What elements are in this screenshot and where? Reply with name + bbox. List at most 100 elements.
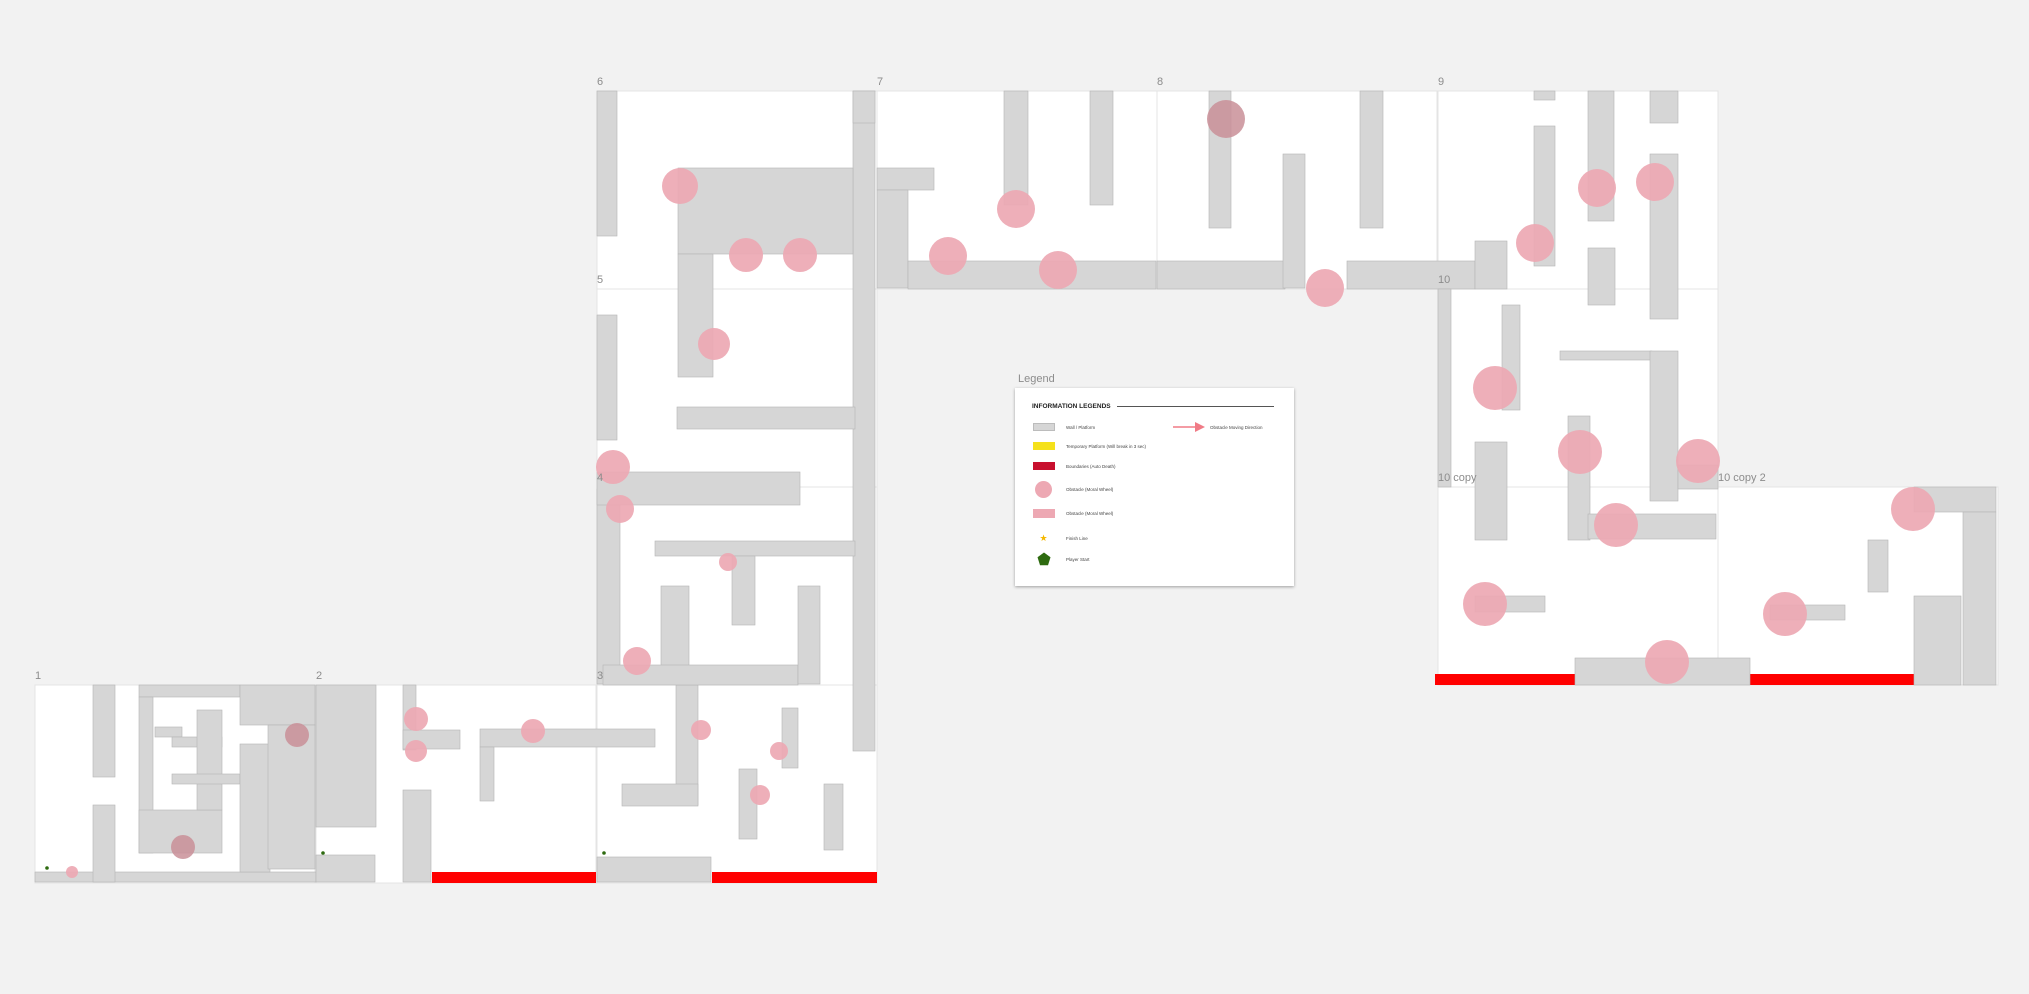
frame-9-label[interactable]: 9 <box>1438 76 1445 88</box>
star-icon: ★ <box>1039 532 1048 543</box>
wall-block <box>1867 539 1889 593</box>
boundary-zone <box>432 872 596 883</box>
wall-block <box>196 709 223 811</box>
obstacle-wheel <box>1891 487 1935 531</box>
legend-item-temporary-platform: Temporary Platform (Will break in 3 sec) <box>1032 440 1146 452</box>
level-frame <box>596 288 878 488</box>
wall-block <box>1474 240 1508 290</box>
legend-title: INFORMATION LEGENDS <box>1032 402 1111 410</box>
wall-block <box>676 406 856 430</box>
wall-block <box>315 854 376 883</box>
obstacle-wheel <box>1558 430 1602 474</box>
wall-block <box>1156 260 1286 290</box>
wall-block <box>239 684 316 726</box>
legend-divider <box>1116 405 1274 407</box>
frame-4-label[interactable]: 4 <box>597 472 604 484</box>
frame-5-label[interactable]: 5 <box>597 274 604 286</box>
obstacle-wheel <box>698 328 730 360</box>
obstacle-wheel <box>719 553 737 571</box>
frame-6-label[interactable]: 6 <box>597 76 604 88</box>
legend-header: INFORMATION LEGENDS <box>1032 401 1274 411</box>
frame-2-label[interactable]: 2 <box>316 670 323 682</box>
obstacle-wheel <box>662 168 698 204</box>
legend-item-label: Player Start <box>1066 556 1090 562</box>
wall-block <box>1533 90 1556 101</box>
wall-block <box>797 585 821 685</box>
boundary-swatch <box>1032 462 1055 470</box>
legend-item-label: Finish Line <box>1066 535 1088 541</box>
wall-block <box>596 856 712 883</box>
wall-block <box>138 684 241 698</box>
player-start-marker <box>321 851 325 855</box>
pentagon-icon <box>1037 552 1050 566</box>
wall-block <box>621 783 699 807</box>
wall-block <box>677 167 854 255</box>
obstacle-wheel <box>1473 366 1517 410</box>
wall-block <box>596 314 618 441</box>
obstacle-wheel <box>521 719 545 743</box>
legend-item-obstacle-wheel: Obstacle (Moral Wheel) <box>1032 480 1114 498</box>
obstacle-wheel <box>1306 269 1344 307</box>
wall-block <box>654 540 856 557</box>
legend-item-obstacle-bar: Obstacle (Moral Wheel) <box>1032 507 1113 519</box>
boundary-zone <box>712 872 877 883</box>
wall-block <box>479 746 495 802</box>
frame-1-label[interactable]: 1 <box>35 670 42 682</box>
wall-block <box>738 768 758 840</box>
wall-block <box>660 585 690 669</box>
obstacle-wheel <box>1594 503 1638 547</box>
legend-item-label: Obstacle (Moral Wheel) <box>1066 486 1114 492</box>
wall-block <box>876 167 935 191</box>
wall-block <box>1474 441 1508 541</box>
frame-8-label[interactable]: 8 <box>1157 76 1164 88</box>
wall-block <box>1587 247 1616 306</box>
legend-panel[interactable]: INFORMATION LEGENDS Wall / Platform Temp… <box>1015 388 1294 586</box>
wall-block <box>596 471 801 506</box>
wall-block <box>907 260 1157 290</box>
temporary-platform-swatch <box>1032 442 1055 450</box>
obstacle-wheel <box>623 647 651 675</box>
legend-item-moving-direction: Obstacle Moving Direction <box>1173 421 1263 433</box>
wall-block <box>267 724 316 870</box>
frame-3-label[interactable]: 3 <box>597 670 604 682</box>
legend-item-finish-line: ★ Finish Line <box>1032 532 1088 544</box>
wall-block <box>92 804 116 883</box>
wall-block <box>1649 350 1679 502</box>
obstacle-wheel <box>171 835 195 859</box>
obstacle-wheel <box>691 720 711 740</box>
wall-block <box>1962 511 1997 686</box>
obstacle-wheel <box>66 866 78 878</box>
frame-10-copy-2-label[interactable]: 10 copy 2 <box>1718 472 1766 484</box>
wall-block <box>781 707 799 769</box>
obstacle-wheel <box>1578 169 1616 207</box>
wall-block <box>1282 153 1306 289</box>
wall-block <box>852 90 876 752</box>
frame-10-copy-label[interactable]: 10 copy <box>1438 472 1477 484</box>
obstacle-wheel <box>405 740 427 762</box>
wall-block <box>171 773 241 785</box>
wall-block <box>1089 90 1114 206</box>
obstacle-wheel <box>783 238 817 272</box>
legend-item-label: Temporary Platform (Will break in 3 sec) <box>1066 443 1147 449</box>
frame-10-label[interactable]: 10 <box>1438 274 1451 286</box>
frame-7-label[interactable]: 7 <box>877 76 884 88</box>
wall-block <box>402 789 432 883</box>
wall-block <box>1359 90 1384 229</box>
legend-item-boundaries: Boundaries (Auto Death) <box>1032 460 1116 472</box>
wall-block <box>876 189 909 289</box>
wall-block <box>1913 595 1962 686</box>
wall-block <box>731 555 756 626</box>
obstacle-wheel <box>1645 640 1689 684</box>
obstacle-wheel <box>596 450 630 484</box>
wall-swatch <box>1032 423 1055 431</box>
obstacle-wheel <box>1516 224 1554 262</box>
wall-block <box>479 728 656 748</box>
obstacle-wheel <box>404 707 428 731</box>
wall-block <box>239 743 271 873</box>
frame-legend-label[interactable]: Legend <box>1018 373 1055 385</box>
arrow-icon <box>1173 421 1205 433</box>
obstacle-wheel <box>1676 439 1720 483</box>
legend-item-label: Wall / Platform <box>1066 424 1096 430</box>
wall-block <box>154 726 183 738</box>
